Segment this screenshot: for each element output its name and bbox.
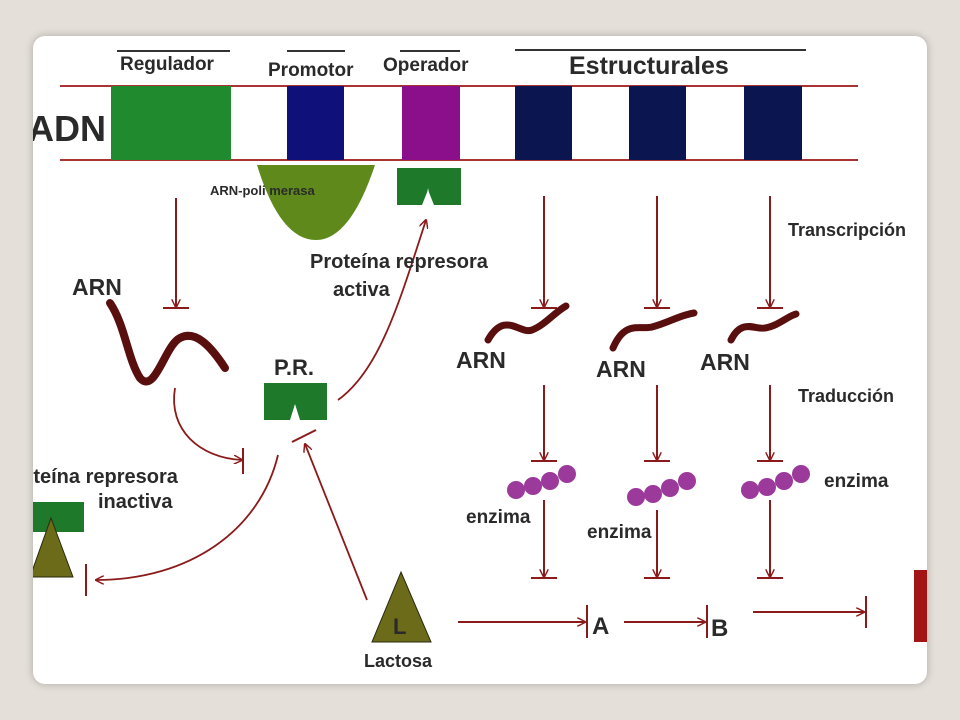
label-lactose-symbol: L bbox=[393, 614, 406, 639]
label-pr: P.R. bbox=[274, 355, 314, 380]
arn-regulator-strand bbox=[106, 299, 229, 386]
arn-strand-2 bbox=[609, 309, 698, 352]
product-p-box bbox=[914, 570, 927, 642]
gene-promotor bbox=[287, 86, 344, 160]
gene-estructural-1 bbox=[515, 86, 572, 160]
label-proteina-represora-inactiva-1: Proteína represora bbox=[33, 466, 179, 488]
label-regulador: Regulador bbox=[120, 54, 215, 75]
label-lactosa: Lactosa bbox=[364, 651, 433, 671]
pr-repressor-shape bbox=[264, 383, 327, 420]
label-proteina-represora-inactiva-2: inactiva bbox=[98, 491, 173, 513]
label-arn-polimerasa: ARN-poli merasa bbox=[210, 183, 316, 198]
label-proteina-represora-activa-2: activa bbox=[333, 279, 391, 301]
arrow-pr-to-operator bbox=[337, 220, 426, 401]
gene-regulador bbox=[111, 86, 231, 160]
inactive-repressor-block bbox=[33, 502, 84, 532]
arrow-arn-to-pr bbox=[173, 387, 242, 460]
arn-polimerasa-shape bbox=[257, 165, 375, 240]
label-adn: ADN bbox=[33, 108, 106, 149]
enzima-bead bbox=[507, 481, 525, 499]
column-structural-3: ARN enzima bbox=[700, 196, 889, 579]
label-product-b: B bbox=[711, 615, 728, 642]
gene-estructural-2 bbox=[629, 86, 686, 160]
arn-strand-1 bbox=[484, 302, 570, 344]
arrow-pr-to-inactive bbox=[96, 454, 279, 580]
stop-lactose-to-pr bbox=[291, 429, 317, 443]
label-proteina-represora-activa-1: Proteína represora bbox=[310, 251, 489, 273]
inactive-repressor-lactose bbox=[33, 516, 74, 578]
label-enzima-2: enzima bbox=[587, 522, 652, 543]
lactose-site-star bbox=[424, 188, 433, 212]
label-arn-3: ARN bbox=[700, 349, 750, 375]
arrow-lactose-to-pr bbox=[305, 444, 368, 601]
label-arn-1: ARN bbox=[456, 347, 506, 373]
label-enzima-1: enzima bbox=[466, 507, 531, 528]
label-estructurales: Estructurales bbox=[569, 52, 729, 80]
label-product-p: P bbox=[926, 592, 927, 630]
gene-estructural-3 bbox=[744, 86, 802, 160]
label-operador: Operador bbox=[383, 55, 469, 76]
arn-strand-3 bbox=[727, 310, 800, 344]
label-promotor: Promotor bbox=[268, 60, 354, 81]
column-structural-2: ARN enzima bbox=[587, 196, 698, 579]
label-transcripcion: Transcripción bbox=[788, 220, 906, 240]
lactose-triangle bbox=[371, 570, 432, 643]
gene-operador bbox=[402, 86, 460, 160]
label-traduccion: Traducción bbox=[798, 386, 894, 406]
label-enzima-3: enzima bbox=[824, 471, 889, 492]
enzima-bead bbox=[627, 488, 645, 506]
label-arn-2: ARN bbox=[596, 356, 646, 382]
slide: ADN Regulador Promotor Operador Estructu… bbox=[33, 36, 927, 684]
enzima-bead bbox=[741, 481, 759, 499]
lac-operon-diagram: ADN Regulador Promotor Operador Estructu… bbox=[33, 49, 927, 671]
label-product-a: A bbox=[592, 613, 609, 640]
label-arn-regulator: ARN bbox=[72, 274, 122, 300]
active-repressor-on-operator bbox=[397, 168, 461, 205]
column-structural-1: ARN enzima bbox=[456, 196, 576, 579]
